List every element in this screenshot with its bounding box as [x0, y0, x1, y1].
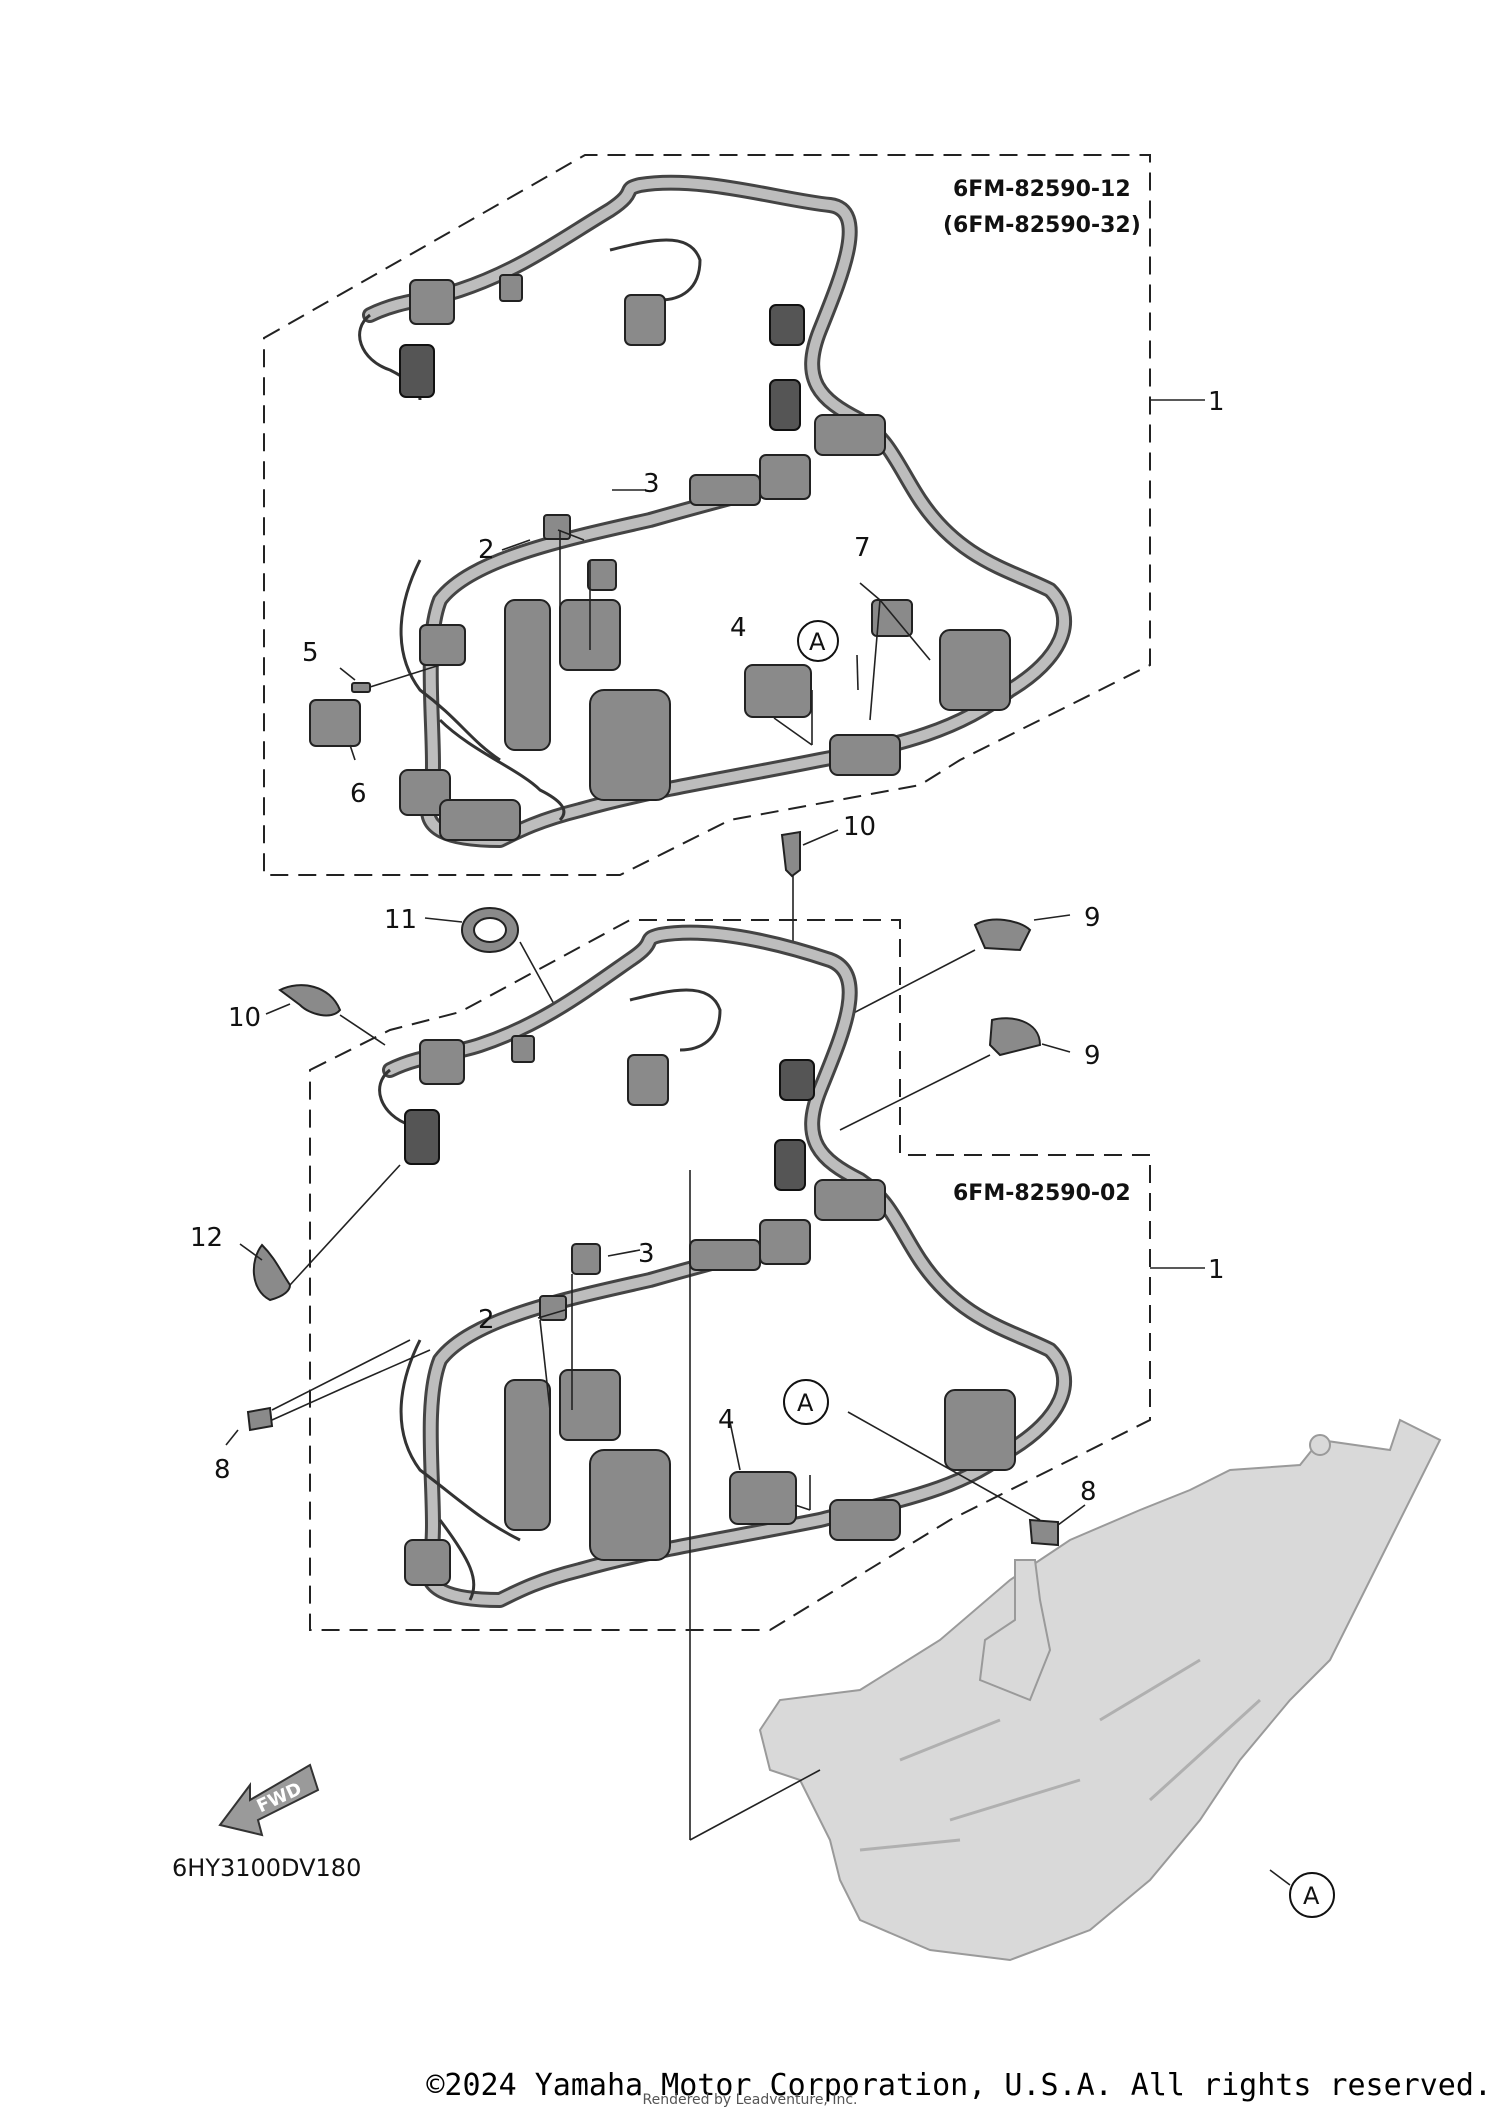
upper-callout-2: 2	[478, 535, 495, 565]
middle-loose-parts	[265, 829, 1071, 1131]
lower-part-number: 6FM-82590-02	[953, 1181, 1131, 1206]
upper-callout-7: 7	[854, 533, 871, 563]
upper-callout-10: 10	[843, 812, 876, 842]
copyright-notice: ©2024 Yamaha Motor Corporation, U.S.A. A…	[0, 2068, 1500, 2103]
fwd-arrow: FWD	[218, 1763, 320, 1837]
upper-part-number-alt: (6FM-82590-32)	[943, 213, 1141, 238]
callout-12: 12	[190, 1223, 223, 1253]
lower-callout-2: 2	[478, 1305, 495, 1335]
engine-block	[758, 1418, 1442, 1962]
lower-assembly-outline	[309, 919, 1151, 1631]
engine-ref-mark-a: A	[1303, 1882, 1320, 1910]
callout-10-left: 10	[228, 1003, 261, 1033]
lower-callout-8-left: 8	[214, 1455, 231, 1485]
upper-ref-mark-a: A	[809, 628, 826, 656]
parts-diagram: 6FM-82590-12 (6FM-82590-32) 1 2 3 4 5 6 …	[172, 154, 1442, 1962]
callout-11: 11	[384, 905, 417, 935]
lower-wiring-harness	[378, 924, 1073, 1608]
callout-9-lower: 9	[1084, 1041, 1101, 1071]
lower-loose-parts	[246, 1243, 1059, 1547]
lower-callout-1: 1	[1208, 1255, 1225, 1285]
upper-leader-lines	[339, 399, 1205, 761]
upper-loose-parts	[309, 514, 913, 747]
upper-part-number: 6FM-82590-12	[953, 177, 1131, 202]
lower-leader-lines	[225, 1164, 1205, 1841]
lower-callout-3: 3	[638, 1239, 655, 1269]
copyright-text: ©2024 Yamaha Motor Corporation, U.S.A. A…	[426, 2068, 1492, 2103]
diagram-code: 6HY3100DV180	[172, 1854, 361, 1882]
callout-9-upper: 9	[1084, 903, 1101, 933]
lower-callouts: 6FM-82590-02 1 2 3 4 8 8 9 9 10 11 12 A …	[190, 903, 1335, 1918]
upper-callout-4: 4	[730, 613, 747, 643]
upper-assembly-outline	[263, 154, 1151, 876]
upper-callout-3: 3	[643, 469, 660, 499]
upper-wiring-harness	[358, 174, 1073, 848]
upper-callout-6: 6	[350, 779, 367, 809]
lower-callout-8-right: 8	[1080, 1477, 1097, 1507]
lower-ref-mark-a: A	[797, 1389, 814, 1417]
rendered-by-note: Rendered by Leadventure, Inc.	[642, 2092, 858, 2108]
lower-callout-4: 4	[718, 1405, 735, 1435]
upper-callout-1: 1	[1208, 387, 1225, 417]
upper-callout-5: 5	[302, 638, 319, 668]
upper-callouts: 6FM-82590-12 (6FM-82590-32) 1 2 3 4 5 6 …	[302, 177, 1225, 842]
